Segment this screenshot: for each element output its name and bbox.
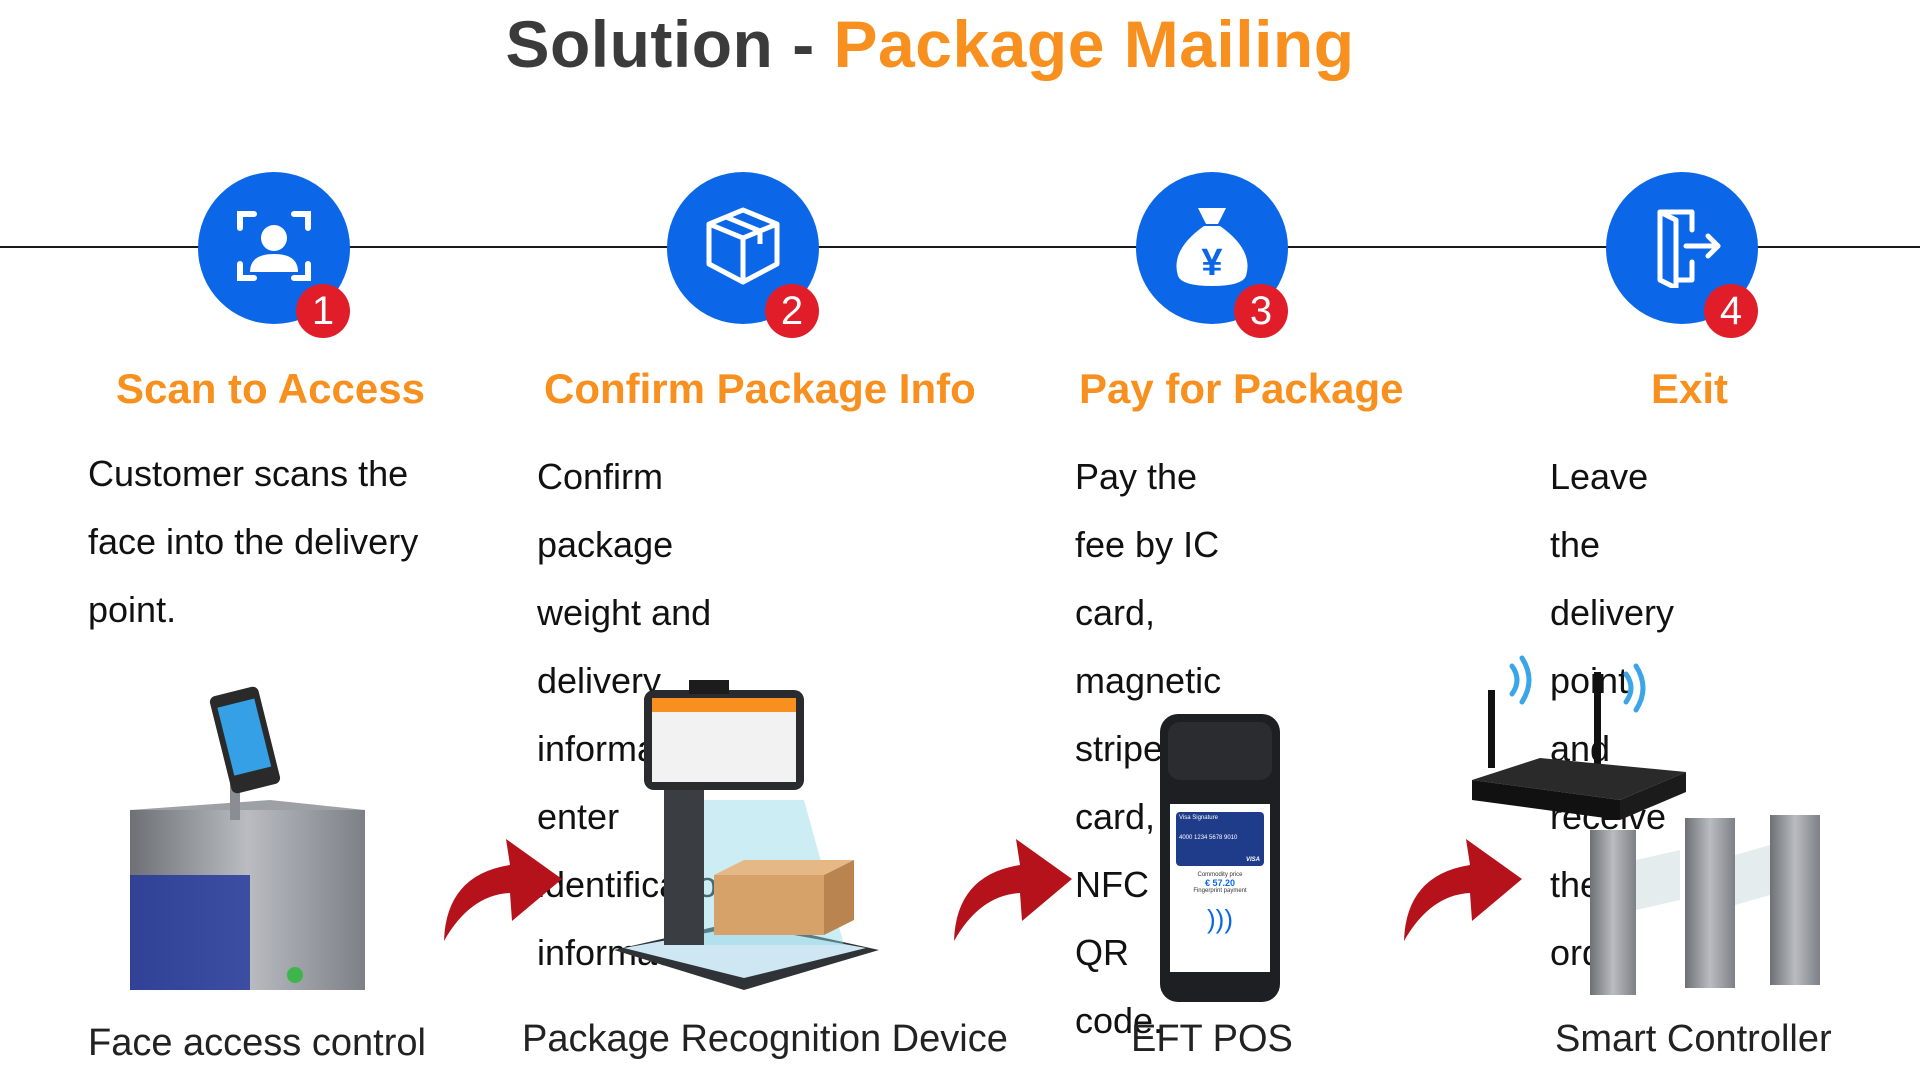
step-1: 1 Scan to Access Customer scans the face… xyxy=(0,0,470,1080)
timeline-line xyxy=(0,246,1920,248)
step-4-device-label: Smart Controller xyxy=(1555,1018,1832,1060)
pos-footer: Fingerprint payment xyxy=(1193,888,1247,894)
step-1-line: Customer scans the xyxy=(88,453,409,494)
pos-printer-head xyxy=(1168,722,1272,780)
step-4-badge: 4 xyxy=(1704,284,1758,338)
step-1-badge: 1 xyxy=(296,284,350,338)
package-box-icon xyxy=(701,204,785,293)
pos-price: € 57.20 xyxy=(1204,878,1236,888)
exit-door-icon xyxy=(1640,204,1724,293)
package-recognition-device-image xyxy=(614,680,879,990)
step-3-badge: 3 xyxy=(1234,284,1288,338)
step-4-circle xyxy=(1606,172,1758,324)
title-prefix: Solution - xyxy=(505,7,834,81)
money-bag-icon: ¥ xyxy=(1168,202,1256,295)
pos-price-label: Commodity price xyxy=(1197,872,1243,878)
pos-card: Visa Signature 4000 1234 5678 9010 VISA xyxy=(1176,812,1264,866)
face-scan-icon xyxy=(234,206,314,291)
eft-pos-terminal-image: Visa Signature 4000 1234 5678 9010 VISA … xyxy=(1160,714,1280,1002)
step-2-badge: 2 xyxy=(765,284,819,338)
step-2-title: Confirm Package Info xyxy=(544,365,976,412)
title-accent: Package Mailing xyxy=(833,7,1355,81)
flow-arrow-2 xyxy=(954,839,1072,941)
step-1-device-label: Face access control xyxy=(88,1022,426,1064)
step-2: 2 Confirm Package Info Confirm package w… xyxy=(0,0,1008,1080)
step-1-line: point. xyxy=(88,589,177,630)
nfc-icon: ))) xyxy=(1207,904,1233,934)
pos-card-brand: VISA xyxy=(1245,857,1260,863)
step-1-description: Customer scans the face into the deliver… xyxy=(88,440,418,644)
pos-card-number: 4000 1234 5678 9010 xyxy=(1179,835,1238,841)
svg-text:¥: ¥ xyxy=(1201,242,1222,284)
step-1-title: Scan to Access xyxy=(116,365,425,412)
flow-arrow-3 xyxy=(1404,839,1522,941)
step-4: 4 Exit Leave the delivery point and rece… xyxy=(0,0,1832,1080)
step-2-line: Confirm package weight and xyxy=(537,456,712,633)
pos-card-header: Visa Signature xyxy=(1179,815,1218,821)
step-2-device-label: Package Recognition Device xyxy=(522,1018,1008,1060)
step-3-line: magnetic stripe card, xyxy=(1075,660,1222,837)
smart-controller-image xyxy=(1472,655,1820,995)
step-4-title: Exit xyxy=(1651,365,1729,412)
page-title: Solution - Package Mailing xyxy=(0,6,1860,82)
pos-screen: Visa Signature 4000 1234 5678 9010 VISA … xyxy=(1170,804,1270,972)
step-4-line: Leave the delivery xyxy=(1550,456,1675,633)
step-3-line: Pay the fee by IC card, xyxy=(1075,456,1220,633)
step-3-device-label: EFT POS xyxy=(1131,1018,1293,1060)
flow-arrow-1 xyxy=(444,839,562,941)
step-3-circle: ¥ xyxy=(1136,172,1288,324)
step-1-line: face into the delivery xyxy=(88,521,419,562)
step-3-title: Pay for Package xyxy=(1079,365,1404,412)
step-3: ¥ 3 Pay for Package Pay the fee by IC ca… xyxy=(0,0,1404,1080)
wifi-signal-icon xyxy=(1509,655,1646,713)
face-access-terminal-image xyxy=(130,686,365,990)
